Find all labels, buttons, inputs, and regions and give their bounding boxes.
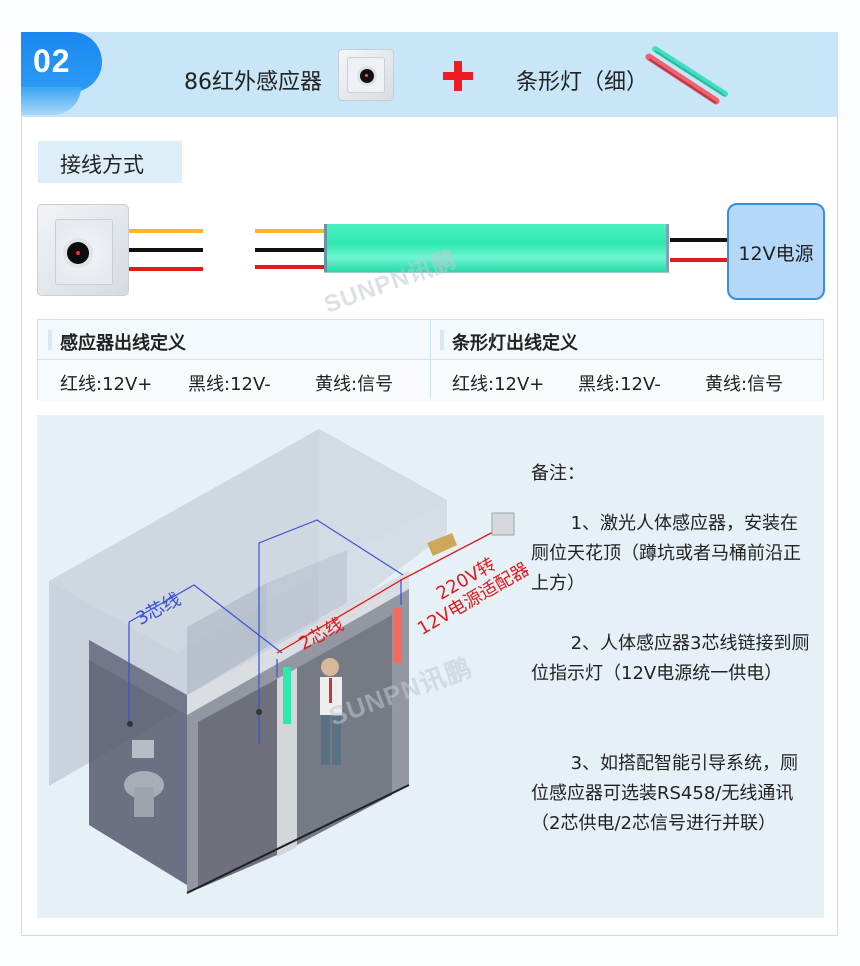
light-red-def: 红线:12V+ bbox=[452, 374, 545, 395]
light-black-wire bbox=[255, 248, 325, 252]
toilet-stall-illustration bbox=[49, 429, 515, 894]
light-red-wire bbox=[255, 265, 325, 269]
sensor-product-label: 86红外感应器 bbox=[184, 70, 322, 95]
plus-icon bbox=[443, 61, 473, 91]
sensor-definition-title: 感应器出线定义 bbox=[48, 329, 186, 355]
notes-title: 备注： bbox=[531, 463, 585, 484]
led-strip-light bbox=[324, 224, 669, 272]
power-red-wire bbox=[670, 258, 728, 262]
sensor-red-def: 红线:12V+ bbox=[60, 374, 153, 395]
light-yellow-wire bbox=[255, 229, 325, 233]
power-supply-box: 12V电源 bbox=[727, 203, 825, 300]
light-definition-title: 条形灯出线定义 bbox=[440, 329, 578, 355]
sensor-red-wire bbox=[129, 267, 203, 271]
sensor-yellow-def: 黄线:信号 bbox=[315, 374, 394, 395]
power-supply-label: 12V电源 bbox=[738, 243, 814, 265]
section-number: 02 bbox=[33, 43, 71, 79]
wiring-section-tab: 接线方式 bbox=[38, 141, 182, 183]
power-black-wire bbox=[670, 238, 728, 242]
infrared-sensor-icon bbox=[338, 49, 394, 101]
strip-light-icon bbox=[645, 46, 728, 105]
strip-light-product-label: 条形灯（细） bbox=[516, 70, 649, 95]
sensor-yellow-wire bbox=[129, 229, 203, 233]
sensor-black-wire bbox=[129, 248, 203, 252]
light-yellow-def: 黄线:信号 bbox=[705, 374, 784, 395]
note-1: 1、激光人体感应器，安装在厕位天花顶（蹲坑或者马桶前沿正上方） bbox=[531, 513, 801, 594]
note-2: 2、人体感应器3芯线链接到厕位指示灯（12V电源统一供电） bbox=[531, 633, 810, 684]
header-band bbox=[21, 32, 838, 117]
wire-definition-table: 感应器出线定义 条形灯出线定义 红线:12V+ 黑线:12V- 黄线:信号 红线… bbox=[37, 319, 824, 401]
light-black-def: 黑线:12V- bbox=[578, 374, 661, 395]
table-divider bbox=[430, 320, 431, 399]
wiring-section-title: 接线方式 bbox=[60, 153, 144, 177]
infrared-sensor-image bbox=[37, 204, 129, 296]
note-3: 3、如搭配智能引导系统，厕位感应器可选装RS458/无线通讯（2芯供电/2芯信号… bbox=[531, 753, 799, 834]
sensor-black-def: 黑线:12V- bbox=[188, 374, 271, 395]
